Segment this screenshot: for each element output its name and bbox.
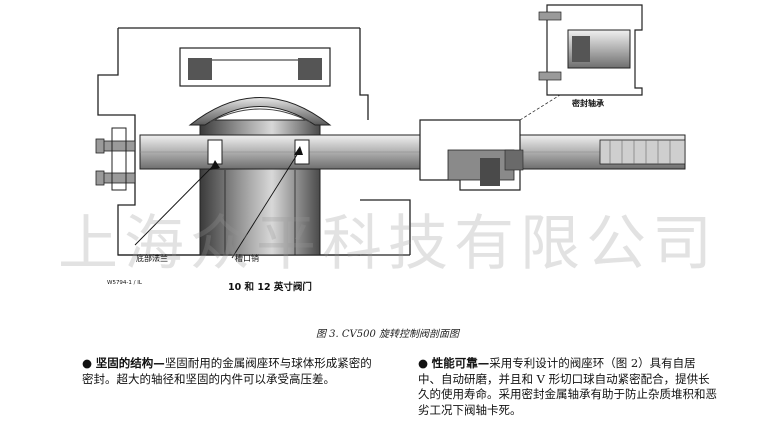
figure-caption: 图 3. CV500 旋转控制阀剖面图 [315,329,460,340]
label-seal-bearing: 密封轴承 [572,99,604,108]
valve-cross-section-drawing [95,4,686,259]
feature-heading: 性能可靠— [431,356,490,370]
label-valve-size: 10 和 12 英寸阀门 [228,282,312,293]
feature-text: 采用专利设计的阀座环（图 2）具有自居中、自动研磨，并且和 V 形切口球自动紧密… [418,356,717,417]
bullet-icon: ● [418,356,429,370]
bullet-icon: ● [82,356,93,370]
feature-text: 坚固耐用的金属阀座环与球体形成紧密的密封。超大的轴径和坚固的内件可以承受高压差。 [82,356,372,386]
label-grooved-pin: 槽口销 [235,254,259,263]
feature-heading: 坚固的结构— [95,356,165,370]
feature-block-reliable: ● 性能可靠—采用专利设计的阀座环（图 2）具有自居中、自动研磨，并且和 V 形… [418,356,718,418]
drawing-code: W5794-1 / IL [107,280,142,286]
label-bottom-flange: 底部法兰 [136,254,168,263]
feature-block-sturdy: ● 坚固的结构—坚固耐用的金属阀座环与球体形成紧密的密封。超大的轴径和坚固的内件… [82,356,372,387]
